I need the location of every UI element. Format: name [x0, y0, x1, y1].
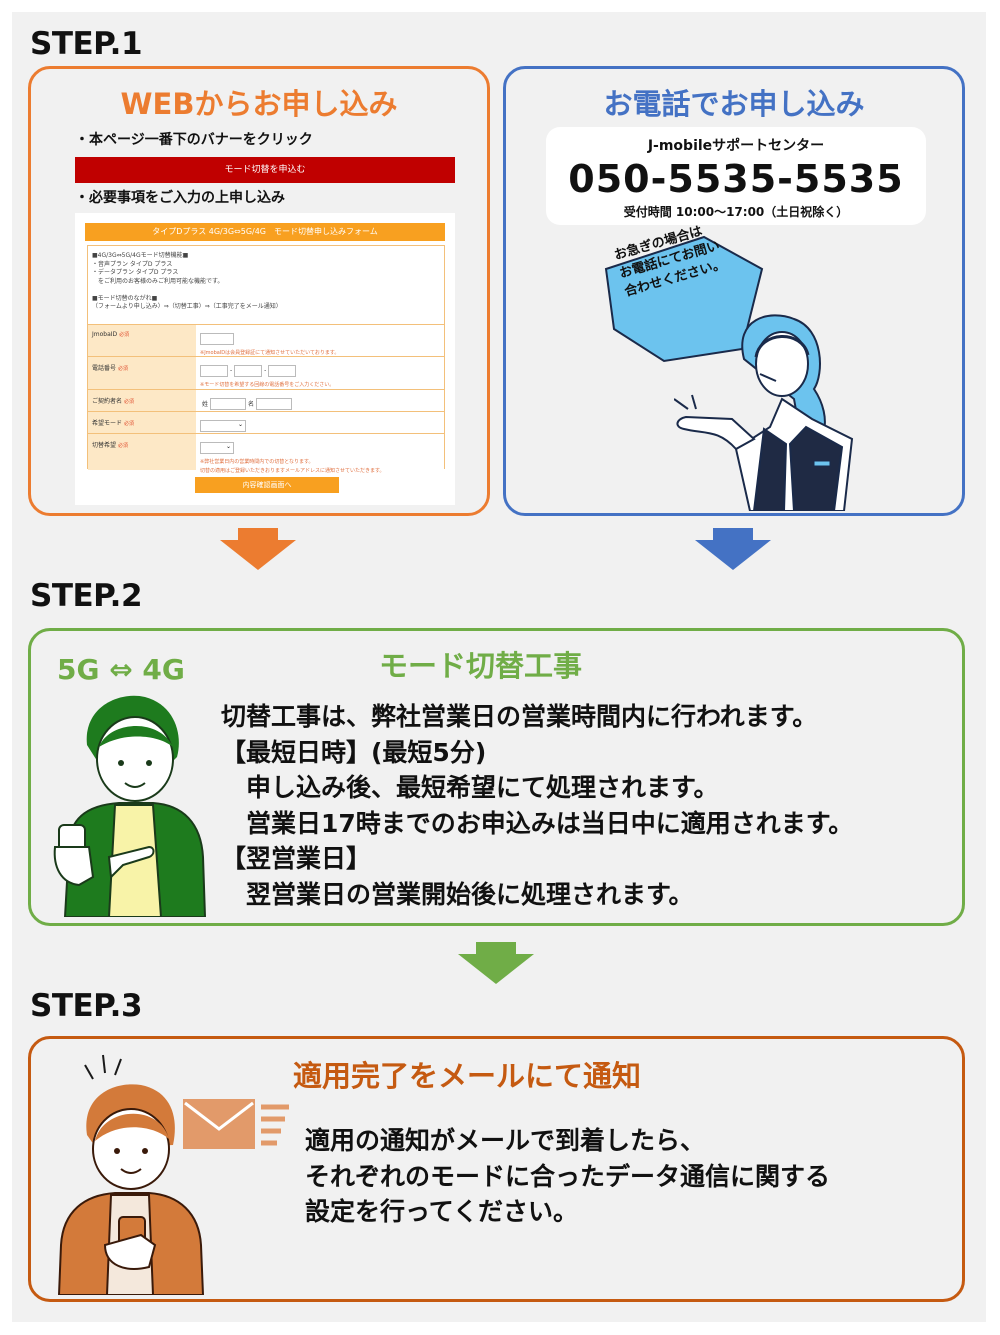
mode-label: 5G ⇔ 4G	[57, 653, 185, 686]
notification-box: 適用完了をメールにて通知 適用の通知がメールで到着したら、 それぞれのモードに合…	[28, 1036, 965, 1302]
mode-switch-banner[interactable]: モード切替を申込む	[75, 157, 455, 183]
reception-hours: 受付時間 10:00～17:00（土日祝除く）	[623, 205, 849, 219]
description-line: 翌営業日の営業開始後に処理されます。	[221, 879, 694, 909]
phone-input-1[interactable]	[200, 364, 228, 377]
web-title: WEBからお申し込み	[120, 87, 398, 121]
mode-switch-box: 5G ⇔ 4G モード切替工事 切替工事は、弊社営業日の営業時間内に行われます。…	[28, 628, 965, 926]
form-row-name: ご契約者名必須 姓 名	[88, 389, 444, 411]
timing-select[interactable]: ⌄	[200, 441, 234, 454]
description-line: それぞれのモードに合ったデータ通信に関する	[305, 1161, 831, 1191]
description-line: 申し込み後、最短希望にて処理されます。	[221, 773, 719, 802]
form-label: 切替希望	[92, 442, 117, 449]
step3-label: STEP.3	[30, 988, 143, 1024]
form-note-2: 切替の適用はご登録いただきおりますメールアドレスに通知させていただきます。	[200, 468, 385, 474]
orange-arrow-bar	[238, 528, 278, 542]
person-reading-phone-illustration	[57, 1054, 205, 1295]
sei-label: 姓	[202, 401, 209, 408]
description-line: 営業日17時までのお申込みは当日中に適用されます。	[221, 808, 854, 838]
bullet-click-banner: ・本ページ一番下のバナーをクリック	[75, 132, 313, 148]
operator-illustration	[674, 314, 854, 511]
mode-switch-title: モード切替工事	[379, 649, 583, 683]
phone-application-box: お電話でお申し込み J-mobileサポートセンター 050-5535-5535…	[503, 66, 965, 516]
form-note: ※モード切替を希望する回線の電話番号をご入力ください。	[200, 382, 335, 388]
web-application-box: WEBからお申し込み ・本ページ一番下のバナーをクリック モード切替を申込む ・…	[28, 66, 490, 516]
orange-down-arrow-icon	[220, 540, 296, 570]
chevron-down-icon: ⌄	[237, 420, 243, 428]
phone-title: お電話でお申し込み	[603, 87, 865, 121]
bullet-fill-form: ・必要事項をご入力の上申し込み	[75, 190, 285, 206]
notification-description: 適用の通知がメールで到着したら、 それぞれのモードに合ったデータ通信に関する 設…	[305, 1123, 830, 1230]
mei-label: 名	[248, 401, 255, 408]
required-badge: 必須	[124, 399, 135, 405]
description-line: 適用の通知がメールで到着したら、	[305, 1126, 706, 1155]
required-badge: 必須	[119, 332, 130, 338]
green-down-arrow-icon	[458, 954, 534, 984]
form-row-timing: 切替希望必須 ⌄ ※弊社営業日内の営業時間内での切替となります。切替の適用はご登録…	[88, 433, 444, 474]
description-line: 設定を行ってください。	[305, 1197, 579, 1226]
phone-number[interactable]: 050-5535-5535	[568, 157, 904, 201]
form-label: 希望モード	[92, 420, 123, 427]
description-line: 【翌営業日】	[221, 844, 372, 873]
form-frame: ■4G/3G⇔5G/4Gモード切替機能■ ・音声プラン タイプD プラス ・デー…	[87, 245, 445, 474]
phone-input-3[interactable]	[268, 364, 297, 377]
chevron-down-icon: ⌄	[225, 442, 231, 450]
notification-title: 適用完了をメールにて通知	[293, 1059, 642, 1093]
jmobaid-input[interactable]	[200, 332, 234, 345]
confirm-button[interactable]: 内容確認画面へ	[195, 477, 339, 493]
form-screenshot: タイプDプラス 4G/3G⇔5G/4G モード切替申し込みフォーム ■4G/3G…	[75, 213, 455, 505]
required-badge: 必須	[124, 421, 135, 427]
form-row-phone: 電話番号必須 --※モード切替を希望する回線の電話番号をご入力ください。	[88, 356, 444, 389]
description-line: 【最短日時】(最短5分)	[221, 737, 487, 767]
required-badge: 必須	[118, 366, 129, 372]
form-label: ご契約者名	[92, 398, 123, 405]
required-badge: 必須	[118, 443, 129, 449]
form-header: タイプDプラス 4G/3G⇔5G/4G モード切替申し込みフォーム	[85, 223, 445, 241]
green-arrow-bar	[476, 942, 516, 956]
step1-label: STEP.1	[30, 26, 143, 62]
form-info-text: ■4G/3G⇔5G/4Gモード切替機能■ ・音声プラン タイプD プラス ・デー…	[92, 252, 282, 310]
mail-envelope-icon	[183, 1099, 289, 1149]
mode-select[interactable]: ⌄	[200, 419, 246, 432]
form-note: ※JmobaIDは会員登録証にて通知させていただいております。	[200, 350, 340, 356]
blue-down-arrow-icon	[695, 540, 771, 570]
form-note: ※弊社営業日内の営業時間内での切替となります。	[200, 459, 314, 465]
phone-input-2[interactable]	[234, 364, 263, 377]
person-with-phone-illustration	[53, 695, 207, 917]
form-label: 電話番号	[92, 365, 117, 372]
support-center-name: J-mobileサポートセンター	[647, 138, 825, 154]
sei-input[interactable]	[210, 397, 247, 410]
blue-arrow-bar	[713, 528, 753, 542]
step2-label: STEP.2	[30, 578, 143, 614]
mode-switch-description: 切替工事は、弊社営業日の営業時間内に行われます。 【最短日時】(最短5分) 申し…	[221, 699, 853, 912]
form-label: JmobaID	[92, 331, 118, 338]
form-row-mode: 希望モード必須 ⌄	[88, 411, 444, 433]
description-line: 切替工事は、弊社営業日の営業時間内に行われます。	[221, 702, 818, 731]
mei-input[interactable]	[256, 397, 293, 410]
support-center-card: J-mobileサポートセンター 050-5535-5535 受付時間 10:0…	[546, 127, 926, 225]
